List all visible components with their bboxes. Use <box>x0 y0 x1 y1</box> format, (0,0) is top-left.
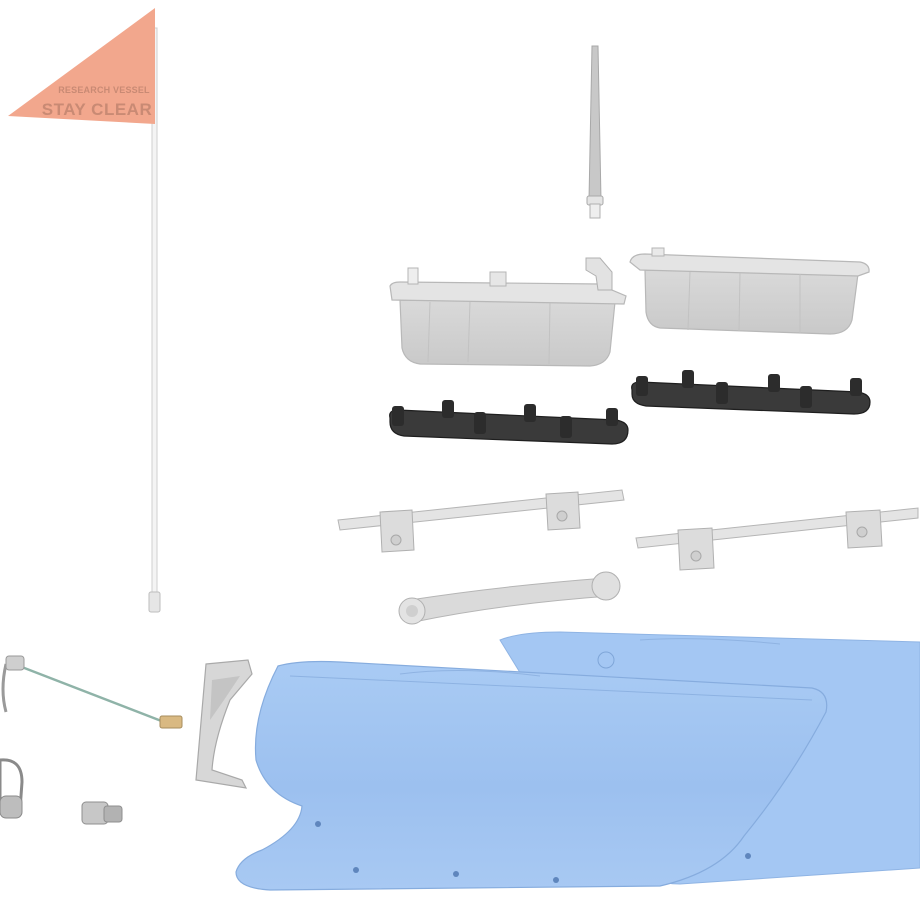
cross-bracket-right <box>635 507 919 571</box>
antenna <box>586 45 604 219</box>
cross-bracket-left <box>337 489 625 553</box>
electronics-enclosure-left <box>389 257 627 367</box>
flag-pennant <box>8 8 155 124</box>
electronics-enclosure-right <box>629 247 870 335</box>
cross-tube <box>398 571 621 625</box>
cable-gland <box>0 758 24 819</box>
flag-text-line2: STAY CLEAR <box>42 100 153 119</box>
bow-bracket <box>195 659 253 789</box>
safety-flag: RESEARCH VESSEL STAY CLEAR <box>8 8 161 613</box>
hull-front <box>235 660 828 891</box>
flag-text-line1: RESEARCH VESSEL <box>58 85 150 95</box>
flag-pole-base <box>148 591 161 613</box>
sensor-cable <box>1 655 183 729</box>
mounting-rail-right <box>631 370 871 415</box>
connector-fitting <box>81 801 123 825</box>
mounting-rail-left <box>389 400 629 445</box>
